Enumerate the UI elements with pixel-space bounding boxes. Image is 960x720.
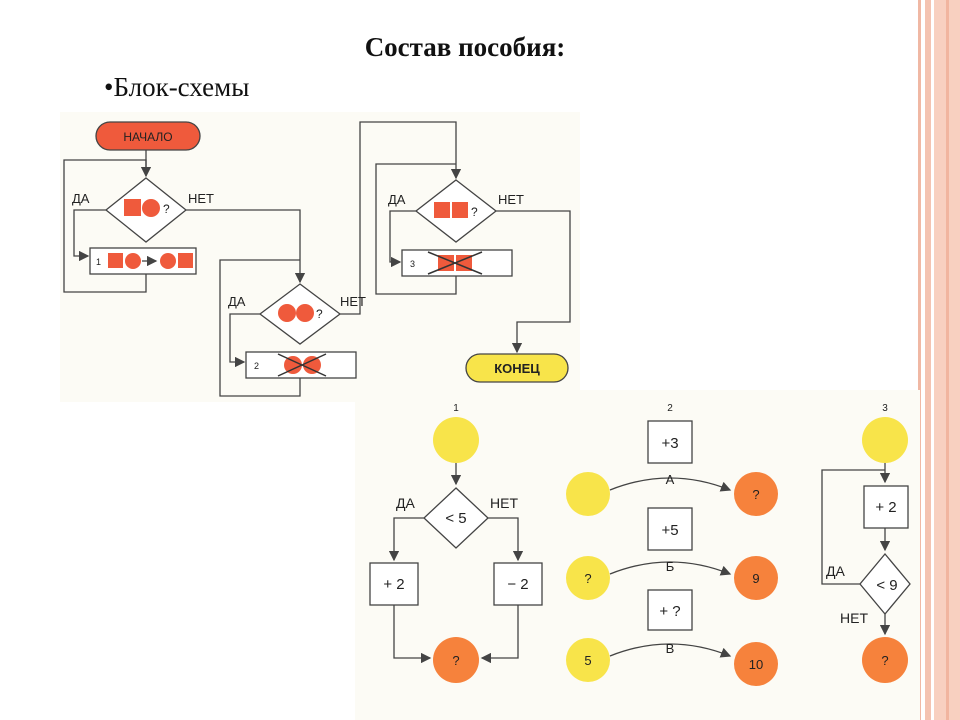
exercise-2-letter-a: А: [666, 472, 675, 487]
exercise-1-condition: < 5: [445, 510, 466, 527]
connector: [359, 121, 462, 200]
main-flowchart: [63, 121, 571, 397]
exercise-2-from-b: ?: [584, 571, 591, 586]
step-number-2: 2: [254, 361, 259, 371]
no-label-3: НЕТ: [498, 192, 524, 207]
question-mark-2: ?: [316, 307, 323, 321]
exercise-2-to-b: 9: [752, 571, 759, 586]
exercise-3-no: НЕТ: [840, 610, 868, 626]
step-number-3: 3: [410, 259, 415, 269]
start-label: НАЧАЛО: [123, 130, 172, 144]
connector: [219, 259, 301, 397]
exercise-3-result: ?: [881, 653, 888, 668]
yes-label-2: ДА: [228, 294, 246, 309]
exercise-3-number: 3: [882, 403, 888, 414]
yes-label-1: ДА: [72, 191, 90, 206]
yes-label-3: ДА: [388, 192, 406, 207]
connector: [186, 209, 306, 284]
decor-stripe: [925, 0, 931, 720]
exercise-1-left-op: + 2: [383, 576, 404, 593]
exercise-2-letter-c: В: [666, 641, 675, 656]
exercise-1-right-op: − 2: [507, 576, 528, 593]
exercise-1: [369, 417, 543, 683]
exercise-1-yes: ДА: [396, 495, 415, 511]
bullet-item: •Блок-схемы: [104, 72, 250, 102]
connector: [63, 159, 147, 293]
question-mark-3: ?: [471, 205, 478, 219]
connector: [340, 200, 361, 315]
step-number-1: 1: [96, 257, 101, 267]
exercise-2-op-b: +5: [661, 522, 678, 539]
exercise-2-op-c: + ?: [659, 603, 680, 620]
exercise-1-result: ?: [452, 653, 459, 668]
no-label-2: НЕТ: [340, 294, 366, 309]
exercise-2-to-a: ?: [752, 487, 759, 502]
connector: [389, 210, 416, 268]
exercise-2-number: 2: [667, 403, 673, 414]
exercise-2: [566, 420, 778, 686]
slide-title: Состав пособия:: [364, 32, 566, 62]
exercise-1-number: 1: [453, 403, 459, 414]
exercise-2-from-c: 5: [584, 653, 591, 668]
end-terminal: [465, 353, 569, 383]
exercise-3: [821, 417, 911, 683]
exercise-3-op: + 2: [875, 499, 896, 516]
connector: [496, 210, 571, 354]
question-mark-1: ?: [163, 202, 170, 216]
no-label-1: НЕТ: [188, 191, 214, 206]
exercise-2-letter-b: Б: [666, 559, 675, 574]
exercise-3-yes: ДА: [826, 563, 845, 579]
connector: [73, 209, 106, 262]
exercise-3-condition: < 9: [876, 577, 897, 594]
exercise-1-no: НЕТ: [490, 495, 518, 511]
start-terminal: [95, 121, 201, 151]
connector: [229, 313, 260, 368]
exercise-2-op-a: +3: [661, 435, 678, 452]
decor-stripe: [918, 0, 921, 720]
end-label: КОНЕЦ: [494, 361, 540, 376]
decor-stripe: [946, 0, 949, 720]
exercise-2-to-c: 10: [749, 657, 763, 672]
connector: [375, 163, 457, 295]
